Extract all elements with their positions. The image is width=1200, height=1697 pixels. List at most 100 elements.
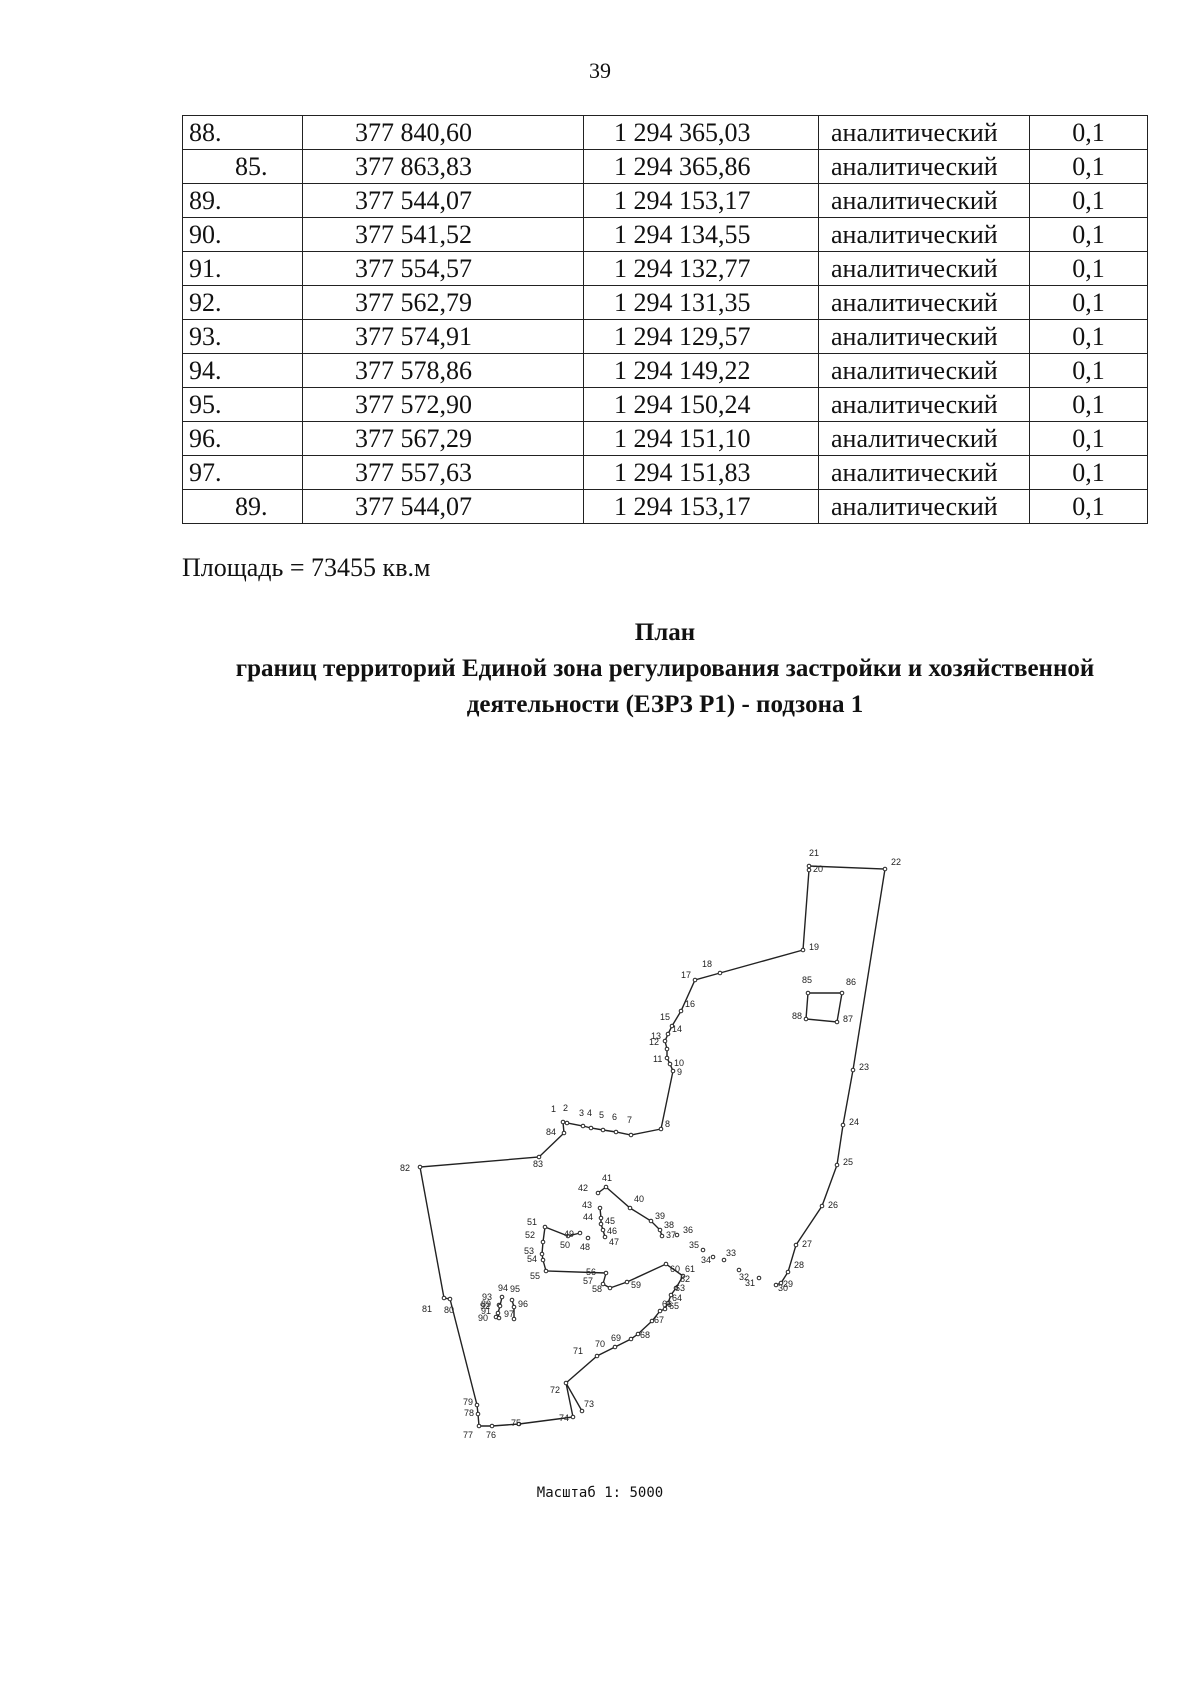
y-coordinate-cell: 1 294 153,17 [583,183,819,218]
point-label: 58 [592,1284,602,1294]
boundary-point [600,1127,606,1133]
point-label: 4 [587,1108,592,1118]
boundary-point [496,1315,502,1321]
point-label: 49 [564,1229,574,1239]
method-cell: аналитический [818,421,1030,456]
boundary-point [692,977,698,983]
boundary-point [539,1251,545,1257]
boundary-point [447,1296,453,1302]
boundary-point [665,1300,671,1306]
boundary-point [834,1019,840,1025]
boundary-point [793,1242,799,1248]
point-label: 82 [400,1163,410,1173]
boundary-point [579,1408,585,1414]
point-label: 20 [813,864,823,874]
boundary-point [736,1267,742,1273]
point-label: 16 [685,999,695,1009]
point-label: 64 [672,1293,682,1303]
point-label: 43 [582,1200,592,1210]
boundary-point [673,1285,679,1291]
accuracy-cell: 0,1 [1029,387,1148,422]
accuracy-cell: 0,1 [1029,455,1148,490]
x-coordinate-cell: 377 544,07 [302,489,584,524]
boundary-point [839,990,845,996]
method-cell: аналитический [818,285,1030,320]
method-cell: аналитический [818,387,1030,422]
boundary-point [668,1292,674,1298]
point-label: 19 [809,942,819,952]
boundary-point [603,1184,609,1190]
point-label: 22 [891,857,901,867]
y-coordinate-cell: 1 294 365,86 [583,149,819,184]
boundary-point [710,1254,716,1260]
point-label: 32 [739,1272,749,1282]
boundary-point [664,1055,670,1061]
boundary-line [660,865,886,1286]
point-label: 8 [665,1119,670,1129]
accuracy-cell: 0,1 [1029,489,1148,524]
point-label: 94 [498,1283,508,1293]
point-label: 93 [482,1292,492,1302]
point-label: 14 [672,1024,682,1034]
boundary-point [667,1061,673,1067]
boundary-point [717,970,723,976]
plan-title-line-3: деятельности (ЕЗРЗ Р1) - подзона 1 [466,691,864,718]
boundary-point [657,1227,663,1233]
point-label: 61 [685,1264,695,1274]
point-label: 48 [580,1242,590,1252]
point-label: 92 [480,1301,490,1311]
boundary-point [648,1218,654,1224]
boundary-point [497,1303,503,1309]
boundary-point [600,1281,606,1287]
point-label: 71 [573,1346,583,1356]
point-label: 26 [828,1200,838,1210]
boundary-point [721,1257,727,1263]
boundary-point [700,1247,706,1253]
accuracy-cell: 0,1 [1029,115,1148,150]
scale-text: Масштаб 1: 5000 [536,1485,664,1501]
point-label: 70 [595,1339,605,1349]
boundary-point [603,1270,609,1276]
boundary-point [585,1235,591,1241]
point-label: 51 [527,1217,537,1227]
point-label: 10 [674,1058,684,1068]
point-number-cell: 95. [182,387,303,422]
point-label: 57 [583,1276,593,1286]
point-label: 77 [463,1430,473,1440]
boundary-point [628,1132,634,1138]
boundary-point [474,1402,480,1408]
point-number-cell: 89. [182,489,303,524]
boundary-point [536,1154,542,1160]
boundary-point [665,1031,671,1037]
point-label: 45 [605,1216,615,1226]
x-coordinate-cell: 377 572,90 [302,387,584,422]
boundary-point [662,1306,668,1312]
point-label: 96 [518,1299,528,1309]
point-label: 81 [422,1304,432,1314]
boundary-point [805,990,811,996]
plan-title-line-2: границ территорий Единой зона регулирова… [235,655,1095,682]
boundary-point [588,1125,594,1131]
boundary-point [564,1120,570,1126]
x-coordinate-cell: 377 863,83 [302,149,584,184]
point-label: 65 [669,1301,679,1311]
boundary-point [560,1119,566,1125]
point-label: 31 [745,1278,755,1288]
point-label: 59 [631,1280,641,1290]
point-label: 15 [660,1012,670,1022]
boundary-point [570,1414,576,1420]
boundary-point [803,1016,809,1022]
boundary-point [773,1282,779,1288]
point-label: 84 [546,1127,556,1137]
point-number-cell: 88. [182,115,303,150]
